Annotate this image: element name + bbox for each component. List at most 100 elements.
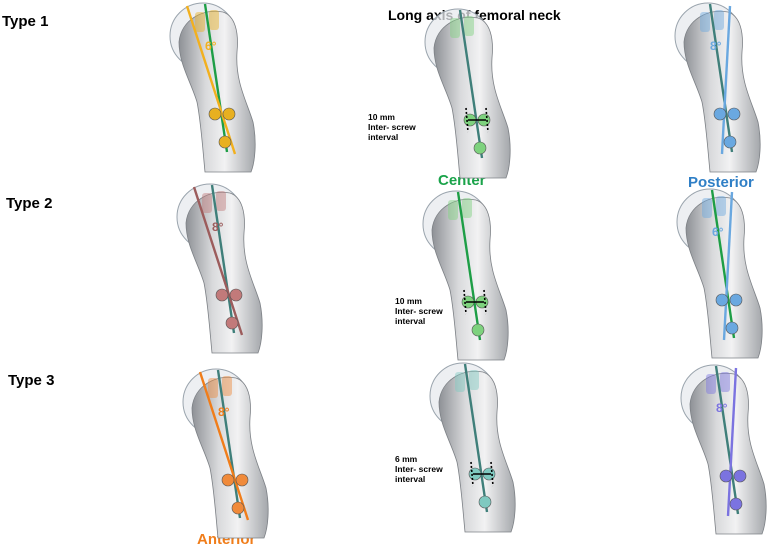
interval-marker [483,289,487,315]
long-axis-line [714,365,740,515]
screw-head [235,473,249,487]
femur-illustration: 8° [680,364,767,535]
screw-axis-line [722,191,734,341]
femur-illustration: 6° [169,2,256,173]
angle-label: 6° [712,225,724,239]
screw-thread [716,196,726,216]
screw-thread [700,12,710,32]
long-axis-line [458,9,484,159]
long-axis-line [210,184,236,334]
note-type-1-line3: interval [368,132,399,142]
screw-thread [208,378,218,398]
screw-head [229,288,243,302]
long-axis-line [203,3,229,153]
femur-illustration [422,190,509,361]
screw-head [715,293,729,307]
note-type-2-line2: Inter- screw [395,306,443,316]
row-label-type-2: Type 2 [6,195,53,212]
screw-axis-line [720,5,732,155]
screw-head [713,107,727,121]
interval-marker [490,461,494,487]
screw-head [231,501,245,515]
note-type-3: 6 mm Inter- screw interval [395,454,443,484]
screw-head [725,321,739,335]
angle-label: 6° [205,39,217,53]
femur-illustration [429,362,516,533]
screw-thread [202,193,212,213]
femur-illustration: 6° [676,188,763,359]
screw-thread [222,376,232,396]
note-type-2: 10 mm Inter- screw interval [395,296,443,326]
note-type-2-line3: interval [395,316,426,326]
screw-thread [195,12,205,32]
interval-marker [470,461,474,487]
screw-thread [469,370,479,390]
note-type-1-line2: Inter- screw [368,122,416,132]
screw-thread [448,200,458,220]
panel-type1-center [420,8,530,179]
femur-illustration: 8° [674,2,761,173]
note-type-3-distance: 6 mm [395,454,418,464]
screw-head [719,469,733,483]
panel-type3-posterior: 8° [676,364,778,535]
angle-label: 8° [218,405,230,419]
screw-thread [462,198,472,218]
panel-type3-center [425,362,535,533]
note-type-3-line2: Inter- screw [395,464,443,474]
screw-thread [216,191,226,211]
screw-head [222,107,236,121]
screw-axis-line [192,186,244,336]
note-type-1-distance: 10 mm [368,112,395,122]
panel-type1-anterior: 6° [165,2,275,173]
angle-label: 8° [716,401,728,415]
panel-type2-center [418,190,528,361]
screw-thread [209,10,219,30]
screw-thread [464,16,474,36]
screw-head [208,107,222,121]
screw-axis-line [726,367,738,517]
long-axis-line [710,189,736,339]
angle-label: 8° [710,39,722,53]
panel-type2-anterior: 8° [172,183,282,354]
panel-type1-posterior: 8° [670,2,778,173]
screw-head [221,473,235,487]
screw-thread [702,198,712,218]
screw-head [727,107,741,121]
screw-head [218,135,232,149]
screw-thread [720,372,730,392]
screw-head [478,495,492,509]
screw-thread [706,374,716,394]
screw-head [471,323,485,337]
screw-thread [455,372,465,392]
interval-marker [463,289,467,315]
screw-thread [450,18,460,38]
femur-illustration [424,8,511,179]
screw-axis-line [198,371,250,521]
note-type-2-distance: 10 mm [395,296,422,306]
note-type-1: 10 mm Inter- screw interval [368,112,416,142]
femur-illustration: 8° [176,183,263,354]
screw-head [723,135,737,149]
screw-thread [714,10,724,30]
screw-head [225,316,239,330]
row-label-type-3: Type 3 [8,372,55,389]
screw-head [729,497,743,511]
interval-marker [485,107,489,133]
interval-marker [465,107,469,133]
column-label-posterior: Posterior [688,174,754,191]
femur-illustration: 8° [182,368,269,539]
long-axis-line [463,363,489,513]
screw-axis-line [185,5,237,155]
long-axis-line [216,369,242,519]
panel-type2-posterior: 6° [672,188,778,359]
screw-head [733,469,747,483]
screw-head [729,293,743,307]
long-axis-line [456,191,482,341]
screw-head [473,141,487,155]
note-type-3-line3: interval [395,474,426,484]
angle-label: 8° [212,220,224,234]
long-axis-line [708,3,734,153]
screw-head [215,288,229,302]
panel-type3-anterior: 8° [178,368,288,539]
row-label-type-1: Type 1 [2,13,49,30]
